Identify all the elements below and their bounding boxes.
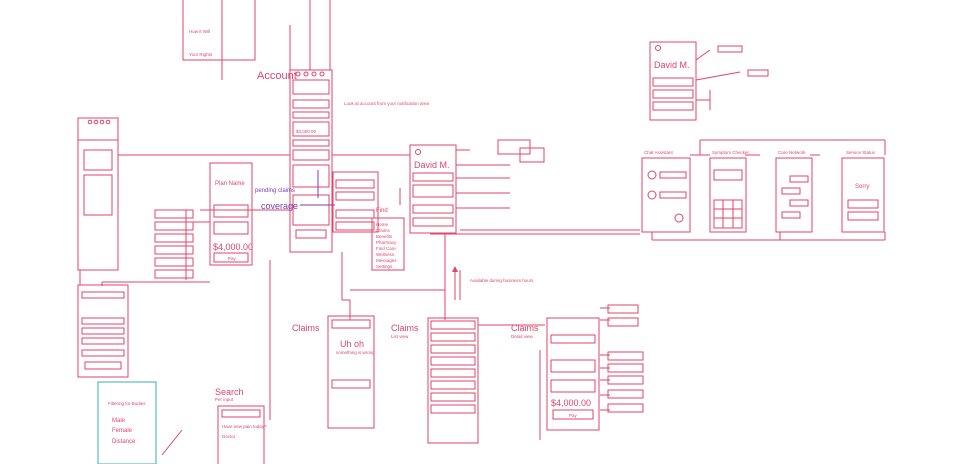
connector-lines: [79, 0, 886, 440]
svg-text:Female: Female: [112, 428, 133, 434]
svg-text:Male: Male: [112, 418, 126, 424]
plan-name: Plan Name: [215, 181, 245, 187]
arrow-up-icon: [452, 266, 458, 272]
plan-amount: $4,000.00: [213, 242, 253, 252]
svg-text:Settings: Settings: [376, 264, 393, 269]
svg-text:Pay: Pay: [228, 256, 237, 261]
claims-heading-3: Claims: [511, 323, 539, 333]
svg-text:Messages: Messages: [376, 258, 397, 263]
search-heading: Search: [215, 387, 244, 397]
left-phone-screen: [77, 117, 119, 271]
find-label: Find: [376, 208, 388, 214]
claims-heading-2: Claims: [391, 323, 419, 333]
right-profile-screen: David M.: [649, 41, 697, 121]
search-sub: Per input: [215, 397, 234, 402]
detail-side-buttons: [607, 304, 644, 413]
right-screen-care: Care Network: [775, 150, 813, 233]
svg-text:Distance: Distance: [112, 439, 136, 445]
svg-text:Find Care: Find Care: [376, 246, 396, 251]
plan-phone-screen: Plan Name $4,000.00 Pay: [209, 162, 253, 266]
detail-pay-button[interactable]: [552, 409, 594, 420]
right-screen-symptom: Symptom Checker: [709, 150, 750, 233]
svg-text:Have new pain today?: Have new pain today?: [222, 424, 267, 429]
right-profile-name: David M.: [654, 60, 690, 70]
account-phone-screen: $3,000.00: [289, 69, 333, 253]
account-amount: $3,000.00: [296, 129, 317, 134]
svg-text:Sorry: Sorry: [855, 184, 869, 190]
claims-list-screen: [427, 317, 479, 444]
callout-box: [497, 139, 531, 155]
profile-name: David M.: [414, 160, 450, 170]
profile-phone-screen: David M.: [409, 144, 457, 234]
account-heading: Account: [257, 70, 297, 82]
right-screen-chat: Chat Assistant: [641, 150, 691, 233]
svg-text:Pay: Pay: [569, 413, 578, 418]
claims-empty-screen: Uh oh something is wrong: [327, 315, 375, 429]
error-subtitle: something is wrong: [336, 350, 375, 355]
menu-list: Home Claims Benefits Pharmacy Find Care …: [371, 217, 405, 271]
pending-claims-label: pending claims: [255, 188, 295, 194]
account-note: Look at account from your notification a…: [344, 101, 430, 106]
error-title: Uh oh: [340, 339, 364, 349]
svg-text:Wellness: Wellness: [376, 252, 395, 257]
top-note-2: Your Rights: [189, 52, 213, 57]
top-note-1: How it Will: [189, 29, 210, 34]
svg-text:Symptom Checker: Symptom Checker: [712, 150, 750, 155]
side-button-list: [154, 209, 194, 279]
svg-text:Claims: Claims: [376, 228, 391, 233]
right-screen-status: Service Status Sorry: [841, 150, 885, 233]
svg-text:Home: Home: [376, 222, 389, 227]
claims-heading-1: Claims: [292, 323, 320, 333]
svg-text:Care Network: Care Network: [778, 150, 806, 155]
coverage-label: coverage: [261, 201, 298, 211]
svg-text:Chat Assistant: Chat Assistant: [644, 150, 674, 155]
claims-detail-sub: Detail view: [511, 334, 534, 339]
filter-panel: Filtering for Bodies Male Female Distanc…: [97, 381, 157, 464]
claims-list-sub: List view: [391, 334, 409, 339]
filter-title: Filtering for Bodies: [108, 401, 146, 406]
svg-text:Service Status: Service Status: [846, 150, 876, 155]
svg-text:Pharmacy: Pharmacy: [376, 240, 397, 245]
claims-detail-screen: $4,000.00 Pay: [546, 317, 600, 431]
svg-text:Benefits: Benefits: [376, 234, 393, 239]
top-info-box: [182, 0, 256, 61]
search-screen: Have new pain today? Doctor: [217, 405, 267, 464]
svg-text:Doctor: Doctor: [222, 434, 236, 439]
middle-form-screen: [332, 171, 379, 233]
plan-pay-button[interactable]: [213, 252, 249, 263]
detail-amount: $4,000.00: [551, 398, 591, 408]
hours-note: Available during business hours: [470, 278, 534, 283]
left-form-screen: [77, 284, 129, 378]
avatar: [415, 149, 421, 155]
